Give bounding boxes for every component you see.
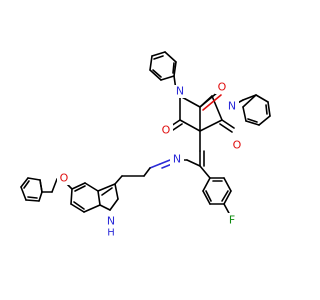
indole-benzene-ring: [70, 182, 101, 213]
imide-nitrogen-right: N: [228, 100, 236, 113]
fluorine-atom: F: [229, 214, 235, 227]
phenyl-ring-top-left: [149, 51, 177, 91]
fluorophenyl-ring: [199, 165, 232, 216]
barbiturate-ring: [179, 95, 223, 152]
indole-hydrogen: H: [107, 228, 115, 239]
molecule-canvas: N N O O O N O N H F: [20, 51, 271, 239]
atom-labels: N N O O O N O N H F: [57, 81, 244, 239]
carbonyl-oxygen-left: O: [162, 124, 171, 137]
indole-pyrrole-ring: [97, 183, 119, 211]
indole-nitrogen: N: [107, 215, 115, 228]
ether-oxygen: O: [60, 172, 69, 185]
imine-nitrogen: N: [173, 153, 181, 166]
ethyl-chain: [114, 163, 161, 185]
molecule-structure: N N O O O N O N H F: [20, 51, 271, 239]
carbonyl-oxygen-top: O: [218, 81, 227, 94]
imide-nitrogen-left: N: [176, 85, 184, 98]
carbonyl-oxygen-right: O: [233, 139, 242, 152]
